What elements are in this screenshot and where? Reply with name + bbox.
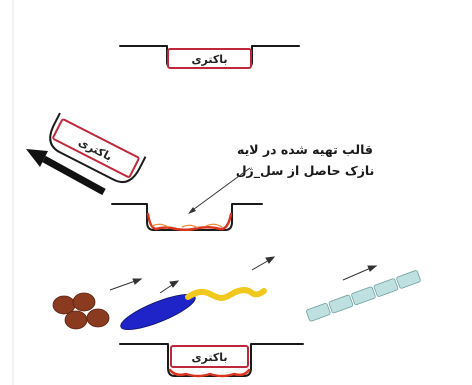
arrow-cocci <box>110 279 141 290</box>
imprinted-mold <box>112 204 262 230</box>
arrow-spirillum <box>252 257 274 270</box>
streptobacilli-chain <box>306 270 421 322</box>
annotation-line-2: نازک حاصل از سل_ژل <box>236 163 375 179</box>
annotation-pointer-arrow <box>188 168 250 214</box>
top-bacteria-label: باکتری <box>191 53 227 66</box>
arrow-bacillus <box>160 281 178 293</box>
imprinted-mold-outline <box>112 204 262 230</box>
top-mold-with-bacteria: باکتری <box>120 46 299 68</box>
spirillum-bacterium <box>188 290 264 298</box>
sol-gel-film <box>148 214 231 230</box>
bottom-mold-with-bacteria: باکتری <box>120 344 303 376</box>
annotation-line-1: قالب تهیه شده در لایه <box>237 142 373 157</box>
arrow-chain <box>343 266 376 280</box>
bottom-sol-gel-film <box>170 370 249 376</box>
bottom-bacteria-label: باکتری <box>191 351 227 364</box>
cocci-bacteria <box>53 293 109 329</box>
removed-bacteria-group: باکتری <box>44 113 145 188</box>
